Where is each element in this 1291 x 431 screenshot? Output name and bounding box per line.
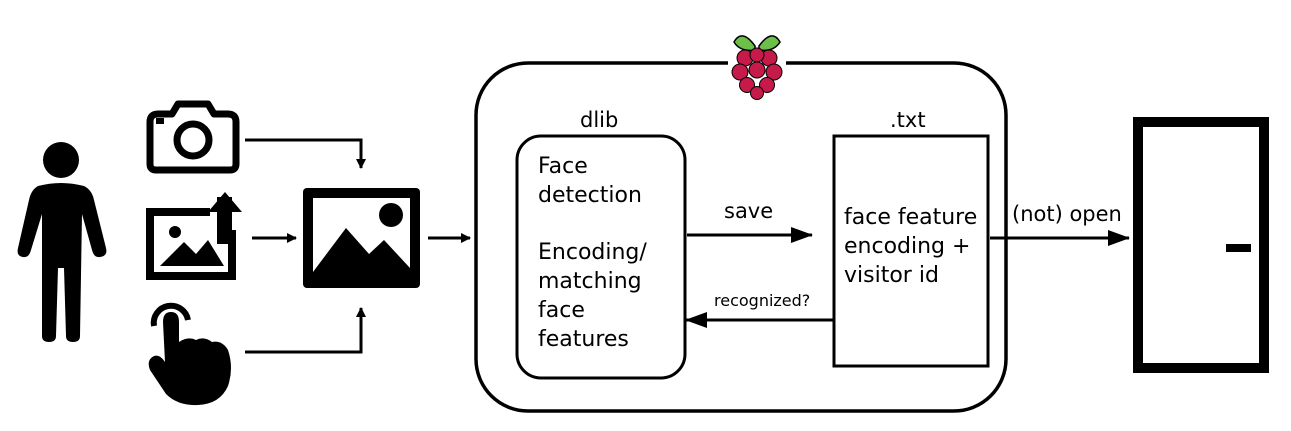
touch-arrow (245, 307, 366, 354)
internal-arrows (685, 227, 1130, 328)
touch-hand-icon (148, 302, 231, 406)
dlib-box (515, 134, 687, 380)
dlib-line-6: features (538, 327, 629, 352)
txt-label: .txt (890, 108, 926, 132)
dlib-line-1: Face (538, 154, 588, 179)
open-label: (not) open (1012, 202, 1122, 226)
txt-line-1: face feature (844, 205, 978, 230)
txt-line-2: encoding + (844, 234, 971, 259)
dlib-line-5: face (538, 298, 585, 323)
camera-arrow (245, 138, 366, 169)
txt-box (832, 134, 990, 368)
dlib-line-2: detection (538, 183, 642, 208)
dlib-label: dlib (580, 108, 619, 132)
door-icon (1133, 117, 1269, 373)
recognized-label: recognized? (714, 291, 811, 310)
dlib-line-4: matching (538, 269, 642, 294)
txt-line-3: visitor id (844, 263, 939, 288)
camera-icon (146, 100, 240, 174)
raspberry-pi-icon (728, 28, 786, 100)
save-label: save (724, 199, 774, 223)
input-arrows (245, 138, 471, 354)
person-icon (17, 142, 107, 342)
image-upload-icon (146, 192, 242, 280)
dlib-line-3: Encoding/ (538, 240, 647, 265)
image-icon (303, 188, 420, 288)
